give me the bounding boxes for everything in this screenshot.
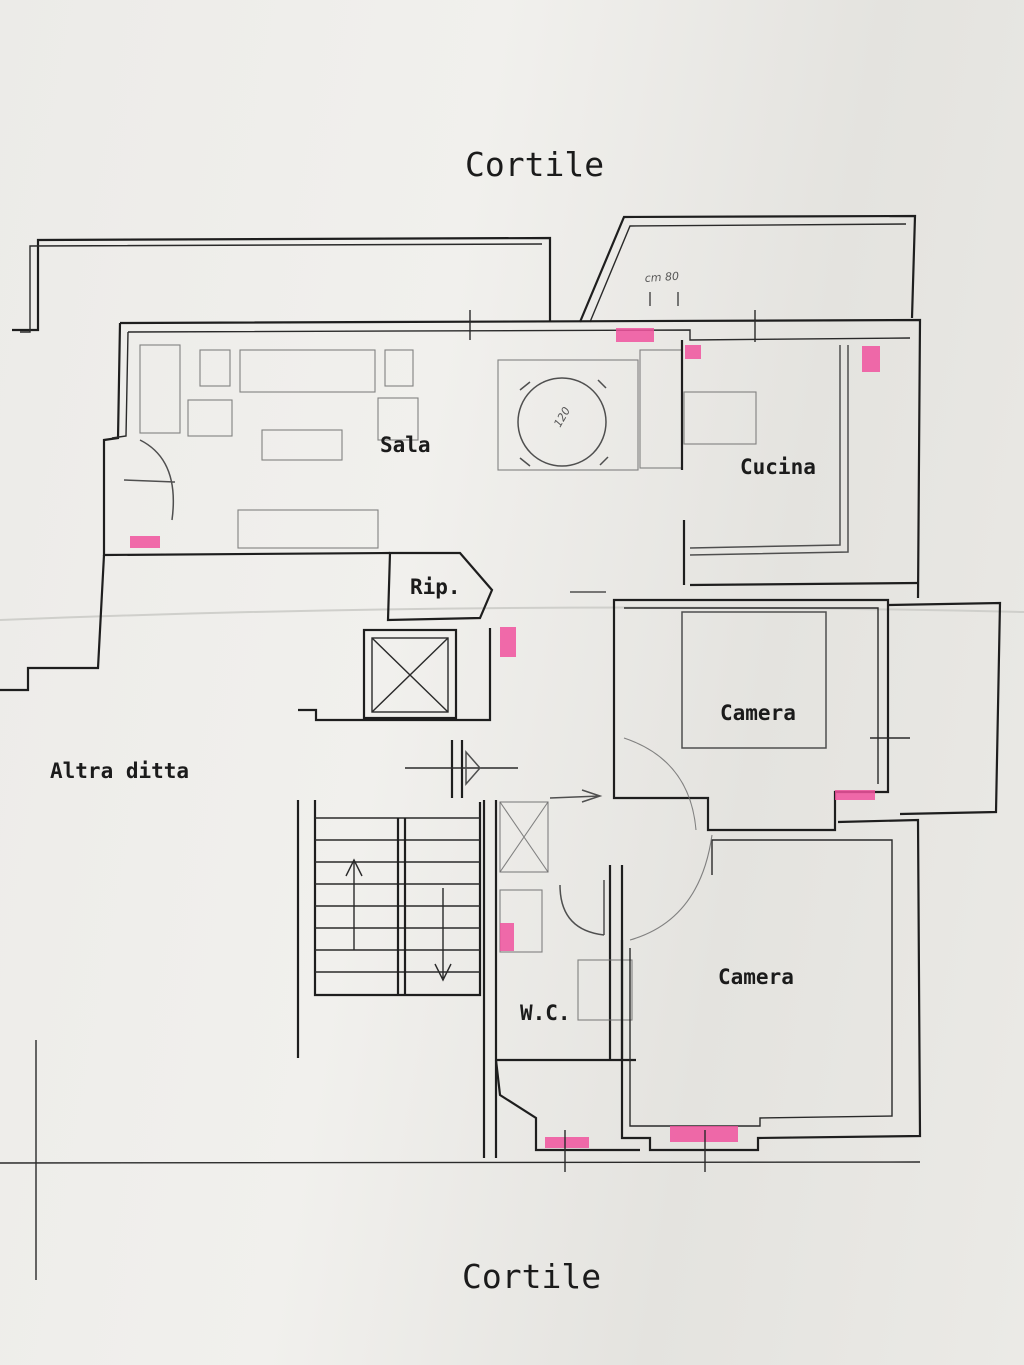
sofa-back [239, 349, 376, 393]
pink-mark-wc [500, 923, 514, 951]
other-company-label: Altra ditta [50, 759, 189, 783]
pink-mark-bedroom-1 [835, 790, 875, 800]
kitchen-counter [689, 345, 849, 556]
armchair-2 [384, 349, 414, 387]
elevator-shaft [362, 628, 458, 720]
bathroom-door-swing [559, 880, 605, 936]
dining-rug [497, 359, 639, 471]
armchair-3 [377, 397, 419, 441]
left-neighbour-wall [0, 554, 106, 692]
window-ticks-bottom [564, 1130, 706, 1172]
sala-left-wall-inner [111, 331, 129, 439]
bedroom-balcony [887, 601, 1002, 816]
round-table [517, 377, 607, 467]
pink-mark-sala [130, 536, 160, 548]
armchair-1 [199, 349, 231, 387]
upper-bedroom-inner [624, 607, 879, 784]
entrance-door-frame [450, 740, 464, 798]
cabinet [237, 509, 379, 549]
upper-left-building-inner [20, 243, 543, 333]
storage-label: Rip. [410, 575, 461, 599]
lower-bedroom-walls [620, 818, 922, 1152]
toilet [577, 959, 633, 1021]
dining-chairs [519, 379, 609, 467]
staircase-outline [296, 800, 482, 1058]
bathroom-bay [494, 1059, 640, 1152]
sideboard [639, 349, 683, 469]
elevator-cross [371, 637, 449, 713]
coffee-table [261, 429, 343, 461]
elevator-car [371, 637, 449, 713]
sofa-left [139, 344, 181, 434]
balcony-outline [578, 214, 917, 323]
pink-mark-kitchen-2 [862, 346, 880, 372]
kitchen-table [683, 391, 757, 445]
upper-bedroom-walls [612, 598, 890, 832]
pink-mark-corridor [500, 627, 516, 657]
double-bed [681, 611, 827, 749]
living-room-label: Sala [380, 433, 431, 457]
stair-divider [396, 818, 407, 995]
pink-mark-dining [616, 328, 654, 342]
kitchen-bottom-wall [689, 581, 919, 587]
side-table [187, 399, 233, 437]
pink-mark-wc-window [545, 1137, 589, 1148]
pink-mark-kitchen-1 [685, 345, 701, 359]
courtyard-bottom-label: Cortile [462, 1257, 601, 1296]
courtyard-top-label: Cortile [465, 145, 604, 184]
apartment-top-wall-inner [127, 329, 911, 341]
bathroom-label: W.C. [520, 1001, 571, 1025]
table-dimension: 120 [551, 405, 573, 430]
width-note: cm 80 [644, 270, 679, 285]
pink-mark-bedroom-2 [670, 1126, 738, 1142]
landing-wall [298, 628, 492, 722]
bathroom-walls [496, 865, 636, 1062]
sink [499, 889, 543, 953]
lower-bedroom-door [629, 834, 713, 941]
shower-cross [499, 801, 549, 873]
kitchen-label: Cucina [740, 455, 816, 479]
shower [499, 801, 549, 873]
upper-bedroom-label: Camera [720, 701, 796, 725]
apartment-top-wall [119, 318, 922, 599]
bathroom-left-wall [482, 800, 498, 1158]
lower-boundary-line [0, 1161, 921, 1164]
sala-left-wall [102, 322, 391, 557]
lower-bedroom-inner [629, 839, 893, 1127]
entrance-arrow [465, 750, 481, 786]
stair-arrow-up [345, 858, 363, 950]
balcony-inner [589, 223, 907, 323]
bathroom-arrow [549, 789, 603, 803]
sala-door-swing [123, 439, 176, 521]
storage-room [386, 551, 494, 622]
lower-bedroom-label: Camera [718, 965, 794, 989]
bedroom-door-swing [623, 737, 697, 831]
paper-fold [0, 606, 1024, 621]
width-ticks [649, 292, 679, 306]
stair-arrow-down [434, 888, 452, 982]
